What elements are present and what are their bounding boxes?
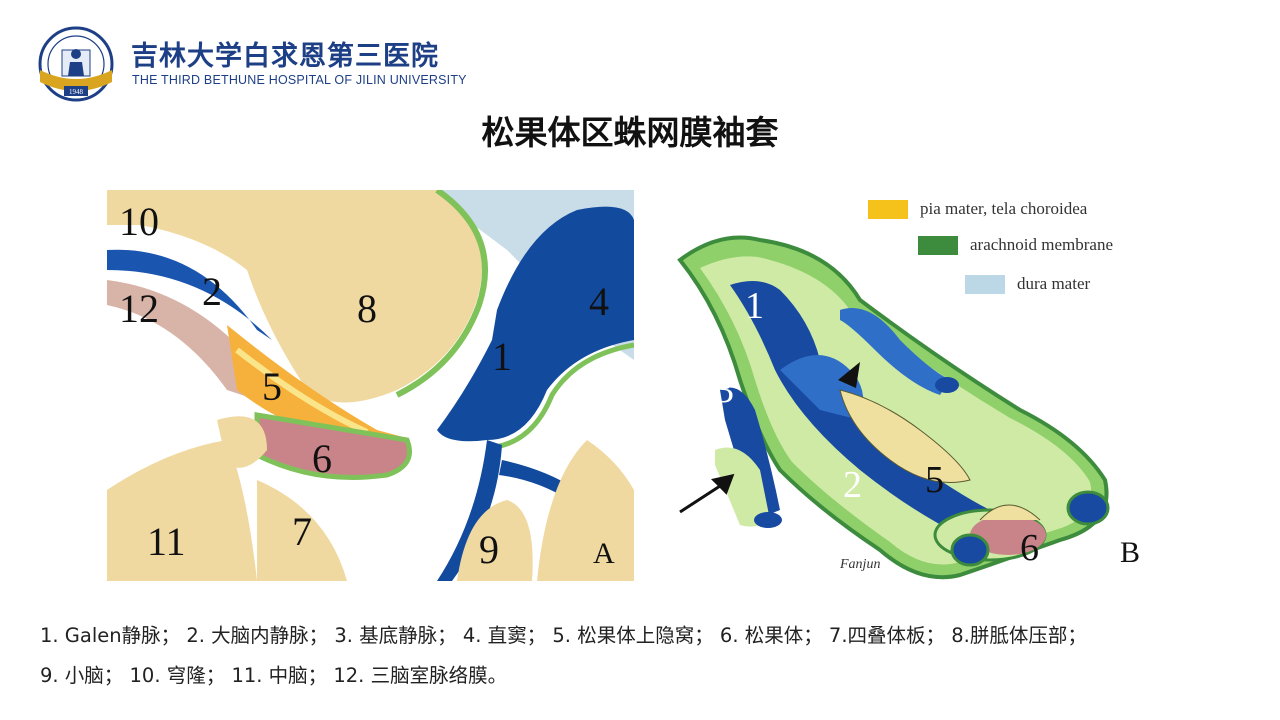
legend-label: dura mater <box>1017 274 1091 293</box>
legend-label: pia mater, tela choroidea <box>920 199 1088 218</box>
fig-a-label: 5 <box>262 364 282 409</box>
fig-a-label: 12 <box>119 286 159 331</box>
splenium-shape <box>107 190 482 403</box>
fig-a-label: 4 <box>589 279 609 324</box>
hospital-emblem-icon: 1948 <box>38 26 114 102</box>
fig-a-label: 1 <box>492 334 512 379</box>
caption-item: 5. 松果体上隐窝； <box>552 624 714 647</box>
upper-vein-branch <box>840 308 950 395</box>
suprapineal-recess <box>227 325 407 445</box>
fig-b-label: 2 <box>843 464 862 506</box>
caption-item: 10. 穹隆； <box>129 664 226 687</box>
emblem-year: 1948 <box>69 88 84 96</box>
fig-a-label: 2 <box>202 269 222 314</box>
hospital-name-cn: 吉林大学白求恩第三医院 <box>131 41 439 72</box>
legend-swatch-arachnoid <box>918 236 958 255</box>
choroid-plexus-shape <box>107 280 261 400</box>
vermis-shape <box>217 416 267 468</box>
fig-a-label: 6 <box>312 436 332 481</box>
cerebellum-shape <box>457 500 533 581</box>
hospital-logo: 1948 吉林大学白求恩第三医院 THE THIRD BETHUNE HOSPI… <box>34 26 467 106</box>
caption-item: 3. 基底静脉； <box>334 624 457 647</box>
legend-swatch-dura <box>965 275 1005 294</box>
fig-b-label: 3 <box>715 369 734 411</box>
legend-label: arachnoid membrane <box>970 235 1114 254</box>
internal-cerebral-vein <box>107 249 272 340</box>
caption-item: 9. 小脑； <box>40 664 124 687</box>
arrowhead-marker <box>838 362 860 388</box>
caption-line-1: 1. Galen静脉； 2. 大脑内静脉； 3. 基底静脉； 4. 直窦； 5.… <box>40 616 1250 656</box>
caption-item: 2. 大脑内静脉； <box>186 624 329 647</box>
fig-a-label: 8 <box>357 286 377 331</box>
figure-caption: 1. Galen静脉； 2. 大脑内静脉； 3. 基底静脉； 4. 直窦； 5.… <box>40 616 1250 696</box>
caption-item: 11. 中脑； <box>231 664 328 687</box>
fig-a-label: 9 <box>479 527 499 572</box>
caption-item: 6. 松果体； <box>719 624 823 647</box>
caption-item: 8.胼胝体压部； <box>951 624 1087 647</box>
fornix-shape <box>107 190 222 225</box>
caption-item: 12. 三脑室脉络膜。 <box>333 664 508 687</box>
caption-item: 1. Galen静脉； <box>40 624 181 647</box>
fig-a-panel-label: A <box>593 537 615 570</box>
pineal-body-b <box>970 515 1046 555</box>
midbrain-shape <box>107 440 257 581</box>
fig-b-label: 6 <box>1020 527 1039 569</box>
pineal-body <box>257 415 410 478</box>
tectal-plate-shape <box>257 480 347 581</box>
fig-a-label: 7 <box>292 509 312 554</box>
fig-a-label: 10 <box>119 199 159 244</box>
suprapineal-recess-b <box>839 389 971 483</box>
hospital-name-en: THE THIRD BETHUNE HOSPITAL OF JILIN UNIV… <box>132 73 467 87</box>
basal-vein-tube <box>720 387 780 520</box>
figure-b-sleeve-diagram: 1 3 2 5 6 Fanjun B <box>677 235 1140 580</box>
cerebellum-shape-2 <box>537 440 634 581</box>
page-title: 松果体区蛛网膜袖套 <box>481 113 779 152</box>
arrow-marker <box>679 473 735 514</box>
caption-line-2: 9. 小脑； 10. 穹隆； 11. 中脑； 12. 三脑室脉络膜。 <box>40 656 1250 696</box>
artist-signature: Fanjun <box>839 557 880 572</box>
fig-b-label: 1 <box>745 285 764 327</box>
figure-a-sagittal-diagram: 10 2 12 8 4 1 5 6 7 11 9 A <box>107 190 634 581</box>
legend-swatch-pia <box>868 200 908 219</box>
caption-item: 7.四叠体板； <box>828 624 946 647</box>
fig-b-panel-label: B <box>1120 536 1140 569</box>
galen-vein-straight-sinus <box>437 206 634 442</box>
caption-item: 4. 直窦； <box>462 624 547 647</box>
fig-a-label: 11 <box>147 519 186 564</box>
fig-b-label: 5 <box>925 459 944 501</box>
